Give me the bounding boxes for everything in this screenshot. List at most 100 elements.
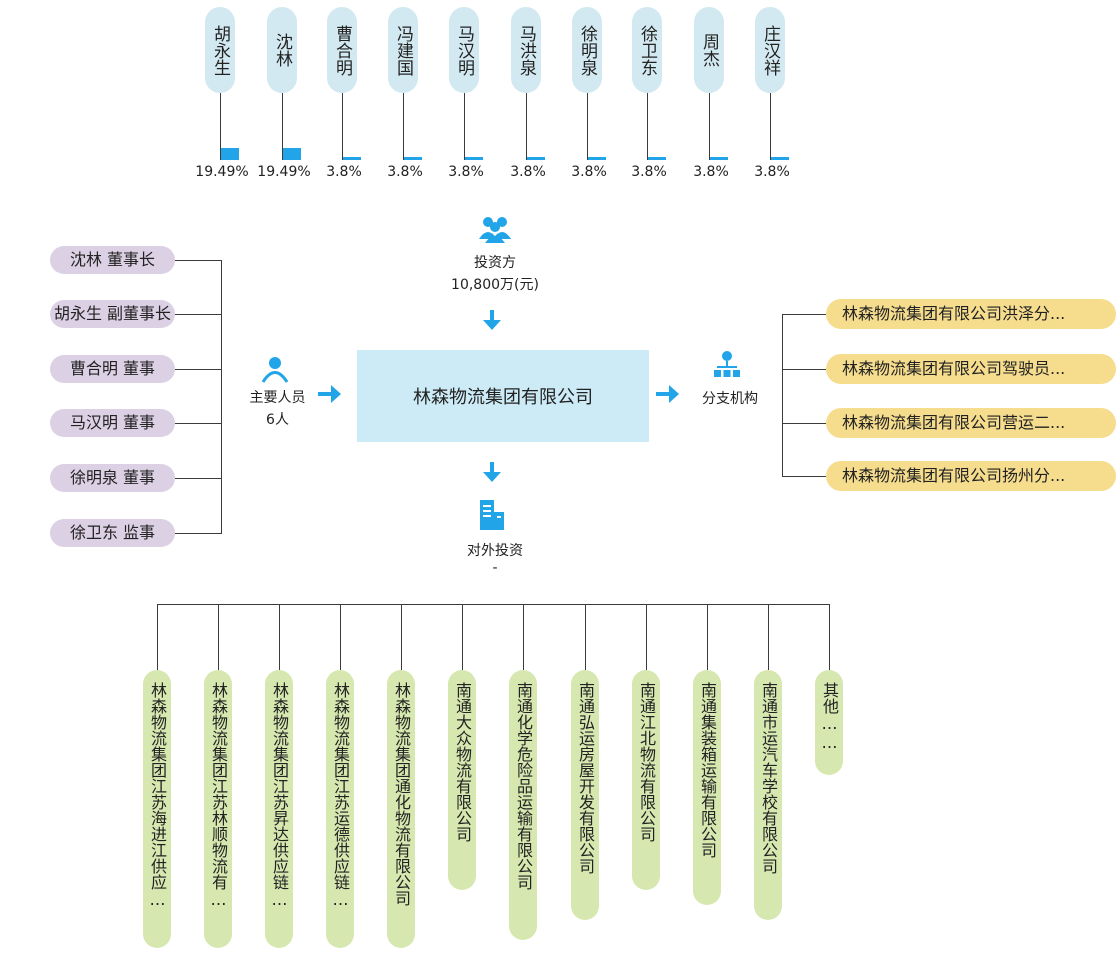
shareholder-pill[interactable]: 马洪泉 — [511, 7, 541, 93]
shareholder-share-bar — [710, 157, 728, 160]
shareholder-percent: 19.49% — [195, 164, 249, 180]
investment-pill[interactable]: 林森物流集团江苏昇达供应链… — [265, 670, 293, 948]
key-person-connector — [175, 478, 221, 479]
key-person-pill[interactable]: 徐明泉 董事 — [50, 464, 175, 492]
investment-connector — [646, 604, 647, 670]
key-person-pill[interactable]: 沈林 董事长 — [50, 246, 175, 274]
key-person-pill[interactable]: 马汉明 董事 — [50, 409, 175, 437]
investment-pill[interactable]: 林森物流集团江苏林顺物流有… — [204, 670, 232, 948]
investment-pill[interactable]: 林森物流集团通化物流有限公司 — [387, 670, 415, 948]
shareholder-percent: 19.49% — [257, 164, 311, 180]
shareholder-share-bar — [465, 157, 483, 160]
shareholder-percent: 3.8% — [693, 164, 729, 180]
branches-label: 分支机构 — [702, 391, 758, 407]
investment-pill[interactable]: 其他…… — [815, 670, 843, 775]
shareholder-pill[interactable]: 冯建国 — [388, 7, 418, 93]
shareholder-percent: 3.8% — [631, 164, 667, 180]
investment-connector — [340, 604, 341, 670]
shareholder-share-bar — [404, 157, 422, 160]
arrow-down-investor-shaft — [490, 310, 494, 322]
branch-pill[interactable]: 林森物流集团有限公司驾驶员... — [826, 354, 1116, 384]
investment-connector — [401, 604, 402, 670]
branch-connector — [782, 369, 826, 370]
shareholder-pill[interactable]: 马汉明 — [449, 7, 479, 93]
key-people-label: 主要人员 — [249, 390, 306, 406]
investment-connector — [523, 604, 524, 670]
shareholder-pill[interactable]: 庄汉祥 — [755, 7, 785, 93]
investment-bracket — [157, 604, 829, 605]
shareholder-pill[interactable]: 沈林 — [267, 7, 297, 93]
branch-connector — [782, 476, 826, 477]
arrow-right-branch-shaft — [656, 392, 670, 396]
key-person-connector — [175, 260, 221, 261]
investments-count: - — [492, 560, 498, 576]
investment-pill[interactable]: 南通弘运房屋开发有限公司 — [571, 670, 599, 920]
shareholder-connector — [587, 93, 588, 160]
investment-connector — [585, 604, 586, 670]
shareholder-connector — [647, 93, 648, 160]
people-bracket — [221, 260, 222, 534]
shareholder-pill[interactable]: 徐明泉 — [572, 7, 602, 93]
key-person-pill[interactable]: 胡永生 副董事长 — [50, 300, 175, 328]
arrow-right-people-shaft — [318, 392, 332, 396]
branch-pill[interactable]: 林森物流集团有限公司营运二... — [826, 408, 1116, 438]
shareholder-pill[interactable]: 徐卫东 — [632, 7, 662, 93]
branch-connector — [782, 423, 826, 424]
key-person-pill[interactable]: 曹合明 董事 — [50, 355, 175, 383]
arrow-down-invest — [483, 472, 501, 482]
investment-pill[interactable]: 南通市运汽车学校有限公司 — [754, 670, 782, 920]
shareholder-connector — [220, 93, 221, 160]
branch-connector — [782, 314, 826, 315]
shareholder-percent: 3.8% — [571, 164, 607, 180]
shareholder-share-bar — [588, 157, 606, 160]
key-person-connector — [175, 369, 221, 370]
shareholder-pill[interactable]: 周杰 — [694, 7, 724, 93]
shareholder-share-bar — [527, 157, 545, 160]
investor-group-icon — [479, 217, 511, 243]
shareholder-percent: 3.8% — [510, 164, 546, 180]
shareholder-connector — [464, 93, 465, 160]
shareholder-share-bar — [283, 148, 301, 160]
investment-pill[interactable]: 南通大众物流有限公司 — [448, 670, 476, 890]
investor-label: 投资方 — [474, 255, 516, 271]
branch-pill[interactable]: 林森物流集团有限公司扬州分... — [826, 461, 1116, 491]
investment-pill[interactable]: 南通集装箱运输有限公司 — [693, 670, 721, 905]
key-people-count: 6人 — [266, 412, 289, 428]
shareholder-pill[interactable]: 胡永生 — [205, 7, 235, 93]
investment-pill[interactable]: 南通江北物流有限公司 — [632, 670, 660, 890]
investment-connector — [279, 604, 280, 670]
shareholder-connector — [342, 93, 343, 160]
branch-pill[interactable]: 林森物流集团有限公司洪泽分... — [826, 299, 1116, 329]
investment-connector — [462, 604, 463, 670]
investment-connector — [218, 604, 219, 670]
investment-connector — [829, 604, 830, 670]
building-icon — [480, 500, 504, 530]
arrow-down-investor — [483, 320, 501, 330]
key-person-connector — [175, 423, 221, 424]
investment-connector — [707, 604, 708, 670]
shareholder-share-bar — [771, 157, 789, 160]
shareholder-share-bar — [648, 157, 666, 160]
arrow-right-people — [331, 385, 341, 403]
investment-pill[interactable]: 林森物流集团江苏运德供应链… — [326, 670, 354, 948]
key-person-pill[interactable]: 徐卫东 监事 — [50, 519, 175, 547]
investment-pill[interactable]: 南通化学危险品运输有限公司 — [509, 670, 537, 940]
shareholder-connector — [709, 93, 710, 160]
key-person-connector — [175, 314, 221, 315]
org-tree-icon — [714, 351, 740, 377]
shareholder-percent: 3.8% — [448, 164, 484, 180]
shareholder-percent: 3.8% — [387, 164, 423, 180]
investment-connector — [157, 604, 158, 670]
investment-pill[interactable]: 林森物流集团江苏海进江供应… — [143, 670, 171, 948]
arrow-right-branch — [669, 385, 679, 403]
shareholder-connector — [403, 93, 404, 160]
arrow-down-invest-shaft — [490, 462, 494, 474]
person-icon — [261, 357, 289, 383]
company-box[interactable]: 林森物流集团有限公司 — [357, 350, 649, 442]
shareholder-connector — [770, 93, 771, 160]
branch-bracket — [782, 314, 783, 476]
shareholder-pill[interactable]: 曹合明 — [327, 7, 357, 93]
shareholder-connector — [282, 93, 283, 160]
shareholder-share-bar — [343, 157, 361, 160]
shareholder-percent: 3.8% — [326, 164, 362, 180]
